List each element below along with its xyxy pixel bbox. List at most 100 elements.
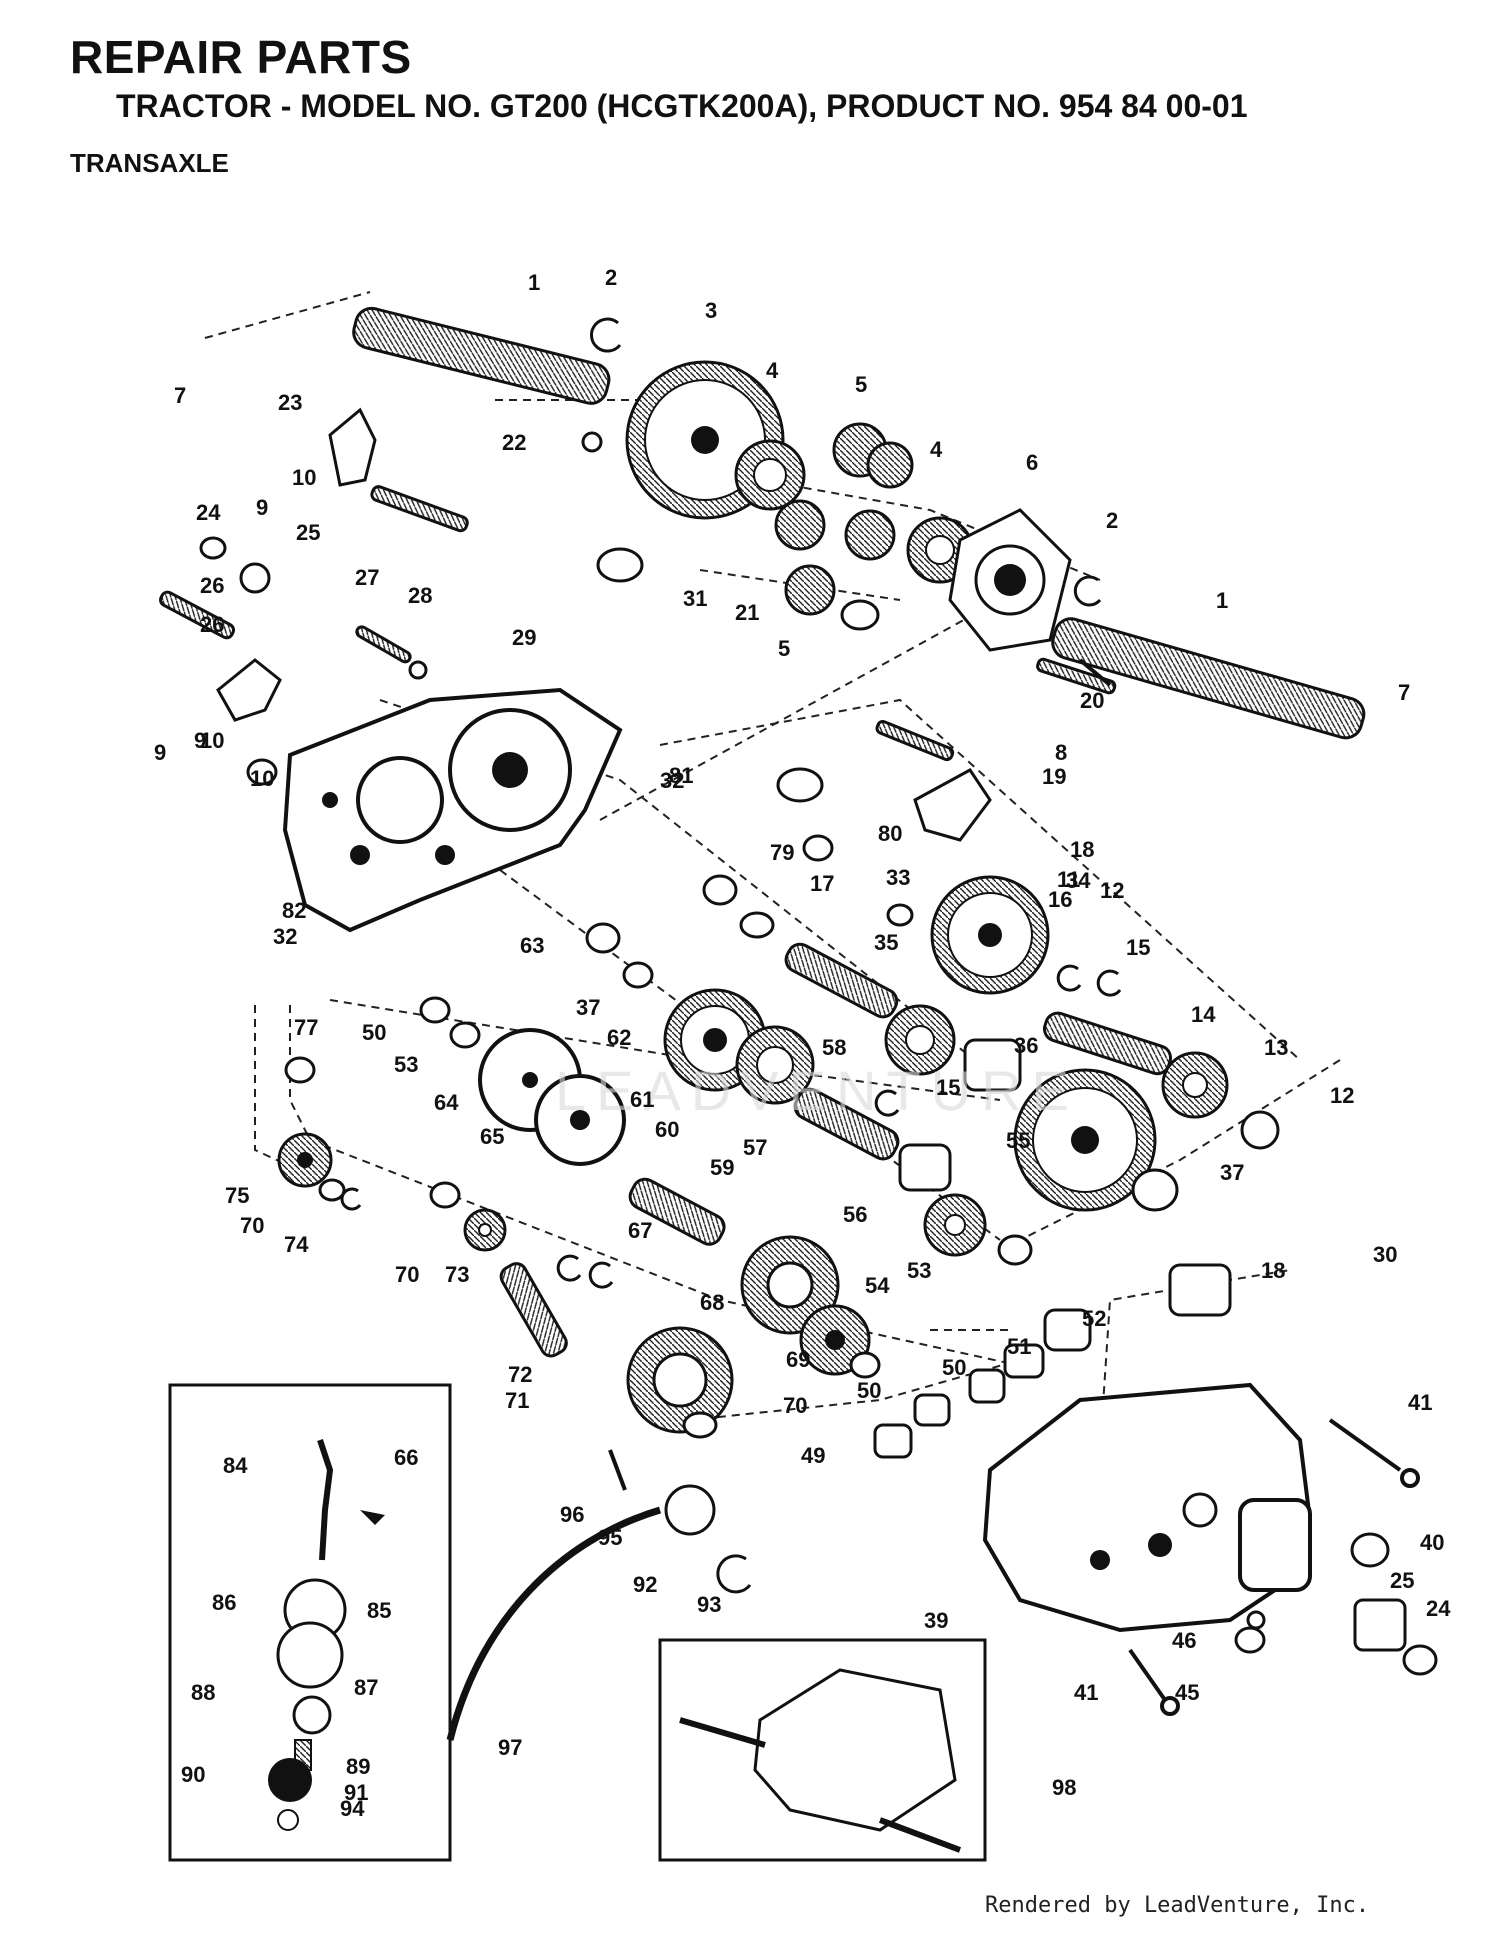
callout-number: 70 bbox=[395, 1262, 419, 1287]
callout-number: 30 bbox=[1373, 1242, 1397, 1267]
callout-number: 6 bbox=[1026, 450, 1038, 475]
callout-number: 26 bbox=[200, 573, 224, 598]
callout-number: 14 bbox=[1191, 1002, 1216, 1027]
gear-73 bbox=[463, 1208, 507, 1252]
callout-number: 20 bbox=[1080, 688, 1104, 713]
callout-number: 1 bbox=[528, 270, 540, 295]
page-title: REPAIR PARTS bbox=[70, 31, 412, 83]
disc-65 bbox=[534, 1074, 626, 1166]
callout-number: 10 bbox=[200, 728, 224, 753]
callout-number: 19 bbox=[1042, 764, 1066, 789]
bolts bbox=[608, 658, 1420, 1716]
callout-number: 95 bbox=[598, 1525, 622, 1550]
callout-number: 96 bbox=[560, 1502, 584, 1527]
callout-number: 5 bbox=[778, 636, 790, 661]
callout-number: 34 bbox=[1066, 868, 1091, 893]
callout-number: 18 bbox=[1261, 1258, 1285, 1283]
callout-number: 53 bbox=[907, 1258, 931, 1283]
gear-69 bbox=[799, 1304, 871, 1376]
callout-number: 88 bbox=[191, 1680, 215, 1705]
callout-number: 36 bbox=[1014, 1033, 1038, 1058]
callout-number: 69 bbox=[786, 1347, 810, 1372]
callout-number: 72 bbox=[508, 1362, 532, 1387]
callout-number: 21 bbox=[735, 600, 759, 625]
callout-number: 62 bbox=[607, 1025, 631, 1050]
callout-number: 80 bbox=[878, 821, 902, 846]
callout-number: 94 bbox=[340, 1796, 365, 1821]
bearings-and-washers bbox=[199, 431, 1438, 1676]
callout-number: 7 bbox=[174, 383, 186, 408]
callout-number: 79 bbox=[770, 840, 794, 865]
callout-number: 73 bbox=[445, 1262, 469, 1287]
callout-number: 32 bbox=[273, 924, 297, 949]
callout-number: 60 bbox=[655, 1117, 679, 1142]
callout-number: 84 bbox=[223, 1453, 248, 1478]
callout-number: 56 bbox=[843, 1202, 867, 1227]
retaining-clips bbox=[340, 317, 1122, 1594]
callout-number: 68 bbox=[700, 1290, 724, 1315]
gear-68 bbox=[740, 1235, 840, 1335]
gear-71 bbox=[626, 1326, 734, 1434]
callout-number: 90 bbox=[181, 1762, 205, 1787]
callout-number: 45 bbox=[1175, 1680, 1199, 1705]
callout-number: 27 bbox=[355, 565, 379, 590]
complete-transaxle-inset bbox=[658, 1638, 987, 1862]
shift-brackets bbox=[216, 407, 992, 842]
callout-number: 32 bbox=[660, 768, 684, 793]
callout-number: 55 bbox=[1006, 1128, 1030, 1153]
callout-number: 82 bbox=[282, 898, 306, 923]
shift-lever-inset bbox=[168, 1383, 452, 1862]
callout-number: 9 bbox=[256, 495, 268, 520]
callout-number: 66 bbox=[394, 1445, 418, 1470]
callout-number: 70 bbox=[783, 1393, 807, 1418]
callout-number: 97 bbox=[498, 1735, 522, 1760]
callout-number: 77 bbox=[294, 1015, 318, 1040]
callout-number: 86 bbox=[212, 1590, 236, 1615]
axle-shaft-right bbox=[1051, 617, 1366, 740]
callout-number: 7 bbox=[1398, 680, 1410, 705]
callout-number: 49 bbox=[801, 1443, 825, 1468]
callout-number: 71 bbox=[505, 1388, 529, 1413]
gear-58 bbox=[884, 1004, 956, 1076]
gear-16 bbox=[930, 875, 1050, 995]
callout-number: 50 bbox=[857, 1378, 881, 1403]
callout-number: 75 bbox=[225, 1183, 249, 1208]
callout-number: 87 bbox=[354, 1675, 378, 1700]
callout-number: 25 bbox=[1390, 1568, 1414, 1593]
callout-number: 33 bbox=[886, 865, 910, 890]
callout-number: 1 bbox=[1216, 588, 1228, 613]
transaxle-housing-right-39 bbox=[982, 1382, 1313, 1633]
callout-number: 2 bbox=[605, 265, 617, 290]
callout-number: 52 bbox=[1082, 1306, 1106, 1331]
gear-54 bbox=[923, 1193, 987, 1257]
callout-number: 3 bbox=[705, 298, 717, 323]
callout-number: 61 bbox=[630, 1087, 654, 1112]
differential-housing-6 bbox=[948, 508, 1072, 652]
callout-number: 64 bbox=[434, 1090, 459, 1115]
callout-number: 81 bbox=[669, 763, 693, 788]
callout-number: 22 bbox=[502, 430, 526, 455]
callout-number: 17 bbox=[810, 871, 834, 896]
callout-number: 12 bbox=[1100, 878, 1124, 903]
shift-cable bbox=[446, 1484, 716, 1741]
callout-number: 40 bbox=[1420, 1530, 1444, 1555]
gear-55 bbox=[1013, 1068, 1157, 1212]
gear-75 bbox=[277, 1132, 333, 1188]
callout-number: 85 bbox=[367, 1598, 391, 1623]
callout-number: 37 bbox=[1220, 1160, 1244, 1185]
callout-number: 50 bbox=[942, 1355, 966, 1380]
callout-number: 46 bbox=[1172, 1628, 1196, 1653]
axle-shaft-left bbox=[352, 306, 611, 405]
callout-number: 91 bbox=[344, 1780, 368, 1805]
callout-number: 28 bbox=[408, 583, 432, 608]
callout-number: 67 bbox=[628, 1218, 652, 1243]
callout-number: 98 bbox=[1052, 1775, 1076, 1800]
callout-number: 4 bbox=[930, 437, 943, 462]
callout-number: 13 bbox=[1264, 1035, 1288, 1060]
gear-4-left bbox=[734, 439, 806, 511]
callout-number: 15 bbox=[936, 1075, 960, 1100]
transaxle-housing-left-31 bbox=[282, 687, 623, 933]
callout-number: 31 bbox=[683, 586, 707, 611]
